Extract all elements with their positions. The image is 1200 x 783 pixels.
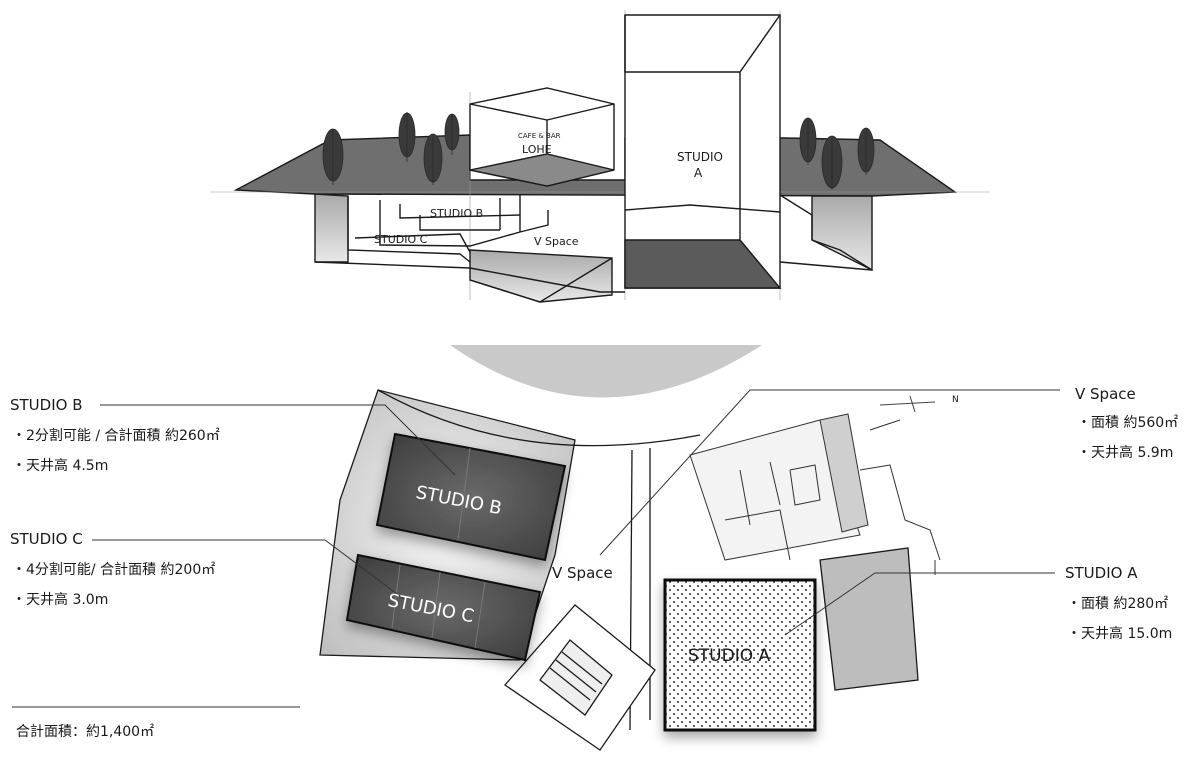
circular-plaza: [450, 345, 762, 398]
north-label: N: [952, 395, 959, 405]
studio-a-tower-label-letter: A: [694, 166, 703, 180]
lower-wall-right: [811, 195, 873, 272]
studio-c-room: [345, 553, 542, 662]
v-space-spec-title: V Space: [1075, 385, 1136, 403]
perspective-view: [210, 10, 990, 303]
studio-b-room: [375, 432, 567, 562]
site-block-right: [819, 547, 919, 691]
v-space-spec-line: ・面積 約560㎡: [1077, 415, 1179, 431]
lower-wall-mid: [469, 249, 613, 303]
total-area-label: 合計面積：約1,400㎡: [16, 724, 155, 740]
studio-b-perspective-label: STUDIO B: [430, 207, 484, 220]
studio-b-spec-title: STUDIO B: [10, 396, 83, 414]
studio-b-spec-line: ・天井高 4.5m: [12, 458, 109, 474]
cafe-name-label: LOHE: [522, 143, 552, 156]
v-space-plan-label: V Space: [552, 564, 613, 582]
staircase-block: [504, 604, 656, 751]
studio-a-spec-line: ・面積 約280㎡: [1067, 596, 1169, 612]
building-right-outline: [689, 413, 941, 575]
cafe-small-label: CAFE & BAR: [518, 132, 561, 140]
studio-c-spec-title: STUDIO C: [10, 530, 83, 548]
studio-a-room: [663, 578, 817, 732]
studio-c-perspective-label: STUDIO C: [374, 233, 428, 246]
studio-a-spec-title: STUDIO A: [1065, 564, 1138, 582]
lower-wall-left: [314, 193, 349, 263]
leader-lines: [12, 389, 1060, 708]
studio-b-spec-line: ・2分割可能 / 合計面積 約260㎡: [12, 428, 220, 444]
studio-a-tower-label: STUDIO: [677, 150, 723, 164]
studio-c-spec-line: ・4分割可能/ 合計面積 約200㎡: [12, 562, 216, 578]
studio-a-spec-line: ・天井高 15.0m: [1067, 626, 1173, 642]
studio-a-plan-label: STUDIO A: [688, 646, 771, 666]
trees: [322, 112, 875, 190]
studio-c-spec-line: ・天井高 3.0m: [12, 592, 109, 608]
north-arrow: [879, 395, 936, 413]
v-space-perspective-label: V Space: [534, 235, 579, 248]
v-space-spec-line: ・天井高 5.9m: [1077, 445, 1174, 461]
site-plan: [12, 345, 1060, 751]
